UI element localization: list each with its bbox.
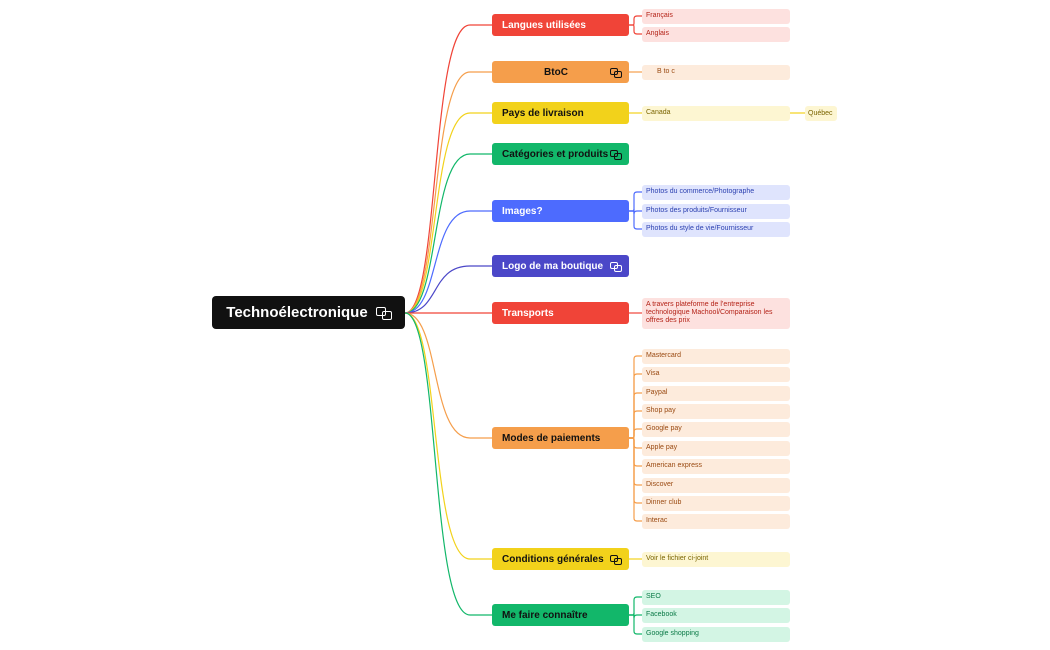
leaf-topic-label: Shop pay — [646, 407, 676, 414]
leaf-topic[interactable]: Paypal — [642, 385, 790, 401]
leaf-connector — [629, 392, 642, 439]
branch-connector — [404, 71, 492, 314]
link-icon[interactable] — [375, 307, 392, 320]
link-icon[interactable] — [610, 262, 622, 272]
link-icon[interactable] — [610, 68, 622, 78]
leaf-topic[interactable]: Shop pay — [642, 403, 790, 419]
leaf-topic[interactable]: Mastercard — [642, 348, 790, 364]
leaf-connector — [629, 437, 642, 449]
leaf-topic-label: Photos du style de vie/Fournisseur — [646, 225, 754, 232]
leaf-connector — [629, 191, 642, 212]
leaf-topic-label: Mastercard — [646, 352, 682, 359]
branch-connector — [404, 112, 492, 314]
branch-topic-label: Transports — [502, 307, 554, 319]
branch-topic[interactable]: Images? — [492, 200, 629, 222]
branch-topic[interactable]: Transports — [492, 302, 629, 324]
leaf-connector — [629, 410, 642, 439]
leaf-topic[interactable]: A travers plateforme de l’entreprise tec… — [642, 297, 790, 329]
leaf-connector — [629, 596, 642, 616]
branch-topic[interactable]: Me faire connaître — [492, 604, 629, 626]
branch-topic[interactable]: Logo de ma boutique — [492, 255, 629, 277]
leaf-topic-label: Apple pay — [646, 444, 678, 451]
branch-topic-label: Conditions générales — [502, 553, 604, 565]
leaf-topic-label: Anglais — [646, 30, 669, 37]
leaf-topic-label: Photos des produits/Fournisseur — [646, 207, 747, 214]
leaf-connector — [629, 210, 642, 230]
leaf-topic-label: Google pay — [646, 425, 682, 432]
branch-topic-label: BtoC — [544, 66, 568, 78]
leaf-topic-label: B to c — [657, 68, 675, 75]
branch-topic[interactable]: Catégories et produits — [492, 143, 629, 165]
link-icon[interactable] — [610, 555, 622, 565]
leaf-topic[interactable]: Anglais — [642, 26, 790, 42]
leaf-topic-label: SEO — [646, 593, 661, 600]
leaf-topic-label: Facebook — [646, 611, 677, 618]
leaf-connector — [629, 428, 642, 439]
leaf-topic-label: Visa — [646, 370, 660, 377]
branch-connector — [404, 312, 492, 560]
leaf-topic-label: A travers plateforme de l’entreprise tec… — [646, 301, 773, 324]
leaf-topic-label: Paypal — [646, 389, 668, 396]
leaf-topic-label: Voir le fichier ci-joint — [646, 555, 709, 562]
branch-topic[interactable]: BtoC — [492, 61, 629, 83]
leaf-topic[interactable]: Interac — [642, 513, 790, 529]
branch-topic-label: Pays de livraison — [502, 107, 584, 119]
leaf-topic-label: Dinner club — [646, 499, 682, 506]
leaf-topic[interactable]: Voir le fichier ci-joint — [642, 551, 790, 567]
leaf-topic[interactable]: Google shopping — [642, 626, 790, 642]
branch-topic[interactable]: Conditions générales — [492, 548, 629, 570]
leaf-connector — [629, 24, 642, 35]
branch-connector — [404, 24, 492, 314]
leaf-topic-label: American express — [646, 462, 703, 469]
leaf-topic[interactable]: Apple pay — [642, 440, 790, 456]
branch-topic-label: Modes de paiements — [502, 432, 601, 444]
leaf-topic-label: Discover — [646, 481, 674, 488]
link-icon[interactable] — [610, 150, 622, 160]
leaf-topic[interactable]: American express — [642, 458, 790, 474]
leaf-connector — [629, 437, 642, 522]
leaf-topic[interactable]: Français — [642, 8, 790, 24]
leaf-topic[interactable]: Photos des produits/Fournisseur — [642, 203, 790, 219]
leaf-topic[interactable]: Facebook — [642, 607, 790, 623]
leaf-topic-label: Photos du commerce/Photographe — [646, 188, 755, 195]
leaf-topic[interactable]: Photos du style de vie/Fournisseur — [642, 221, 790, 237]
leaf-topic[interactable]: Photos du commerce/Photographe — [642, 184, 790, 200]
leaf-topic[interactable]: B to c — [642, 64, 790, 80]
subleaf-topic-label: Québec — [808, 109, 833, 117]
branch-connector — [404, 312, 492, 616]
root-topic[interactable]: Technoélectronique — [212, 296, 405, 329]
branch-topic-label: Images? — [502, 205, 543, 217]
branch-connector — [404, 312, 492, 439]
branch-connector — [404, 265, 492, 314]
leaf-topic-label: Canada — [646, 109, 671, 116]
leaf-topic[interactable]: Canada — [642, 105, 790, 121]
leaf-topic[interactable]: Dinner club — [642, 495, 790, 511]
branch-topic[interactable]: Pays de livraison — [492, 102, 629, 124]
subleaf-topic[interactable]: Québec — [805, 105, 837, 121]
leaf-connector — [629, 614, 642, 635]
leaf-topic[interactable]: SEO — [642, 589, 790, 605]
leaf-connector — [629, 437, 642, 486]
branch-topic[interactable]: Langues utilisées — [492, 14, 629, 36]
branch-connector — [404, 210, 492, 314]
branch-connector — [404, 153, 492, 314]
branch-topic-label: Langues utilisées — [502, 19, 586, 31]
leaf-connector — [629, 355, 642, 439]
leaf-topic-label: Google shopping — [646, 630, 699, 637]
branch-topic-label: Catégories et produits — [502, 148, 609, 160]
branch-topic-label: Me faire connaître — [502, 609, 588, 621]
leaf-connector — [629, 437, 642, 467]
leaf-connector — [629, 15, 642, 26]
branch-topic[interactable]: Modes de paiements — [492, 427, 629, 449]
leaf-topic-label: Interac — [646, 517, 668, 524]
leaf-topic-label: Français — [646, 12, 673, 19]
root-topic-label: Technoélectronique — [226, 304, 368, 321]
leaf-topic[interactable]: Visa — [642, 366, 790, 382]
branch-topic-label: Logo de ma boutique — [502, 260, 604, 272]
leaf-topic[interactable]: Discover — [642, 477, 790, 493]
leaf-topic[interactable]: Google pay — [642, 421, 790, 437]
